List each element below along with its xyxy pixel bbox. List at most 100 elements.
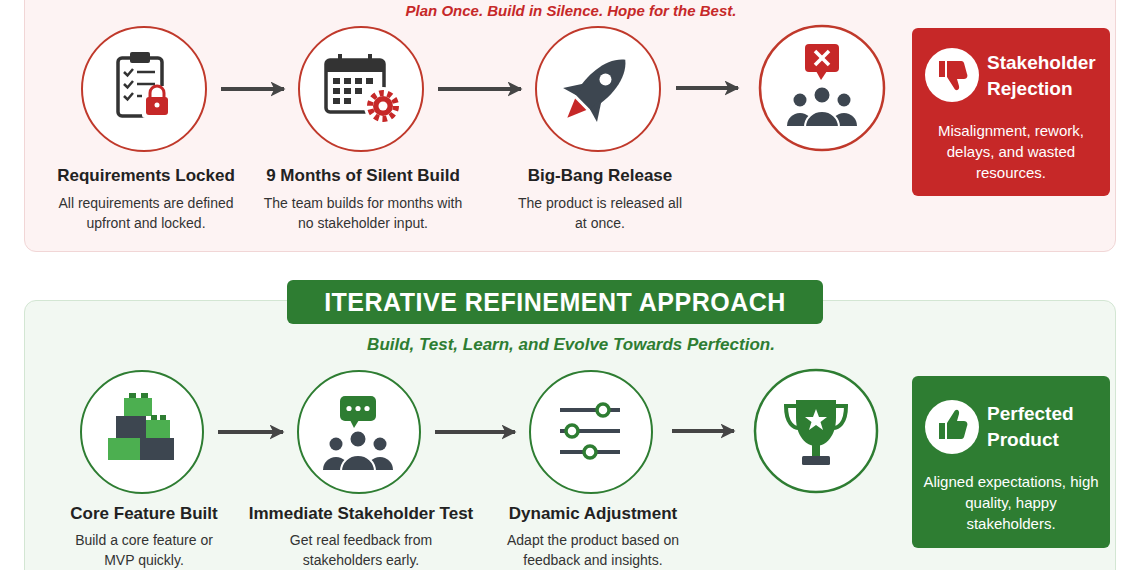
rejection-icon [815, 51, 829, 65]
outcome-circle [755, 26, 884, 492]
calendar-icon [333, 78, 340, 84]
feedback-icon [350, 431, 367, 448]
approach-panel: Plan Once. Build in Silence. Hope for th… [24, 0, 1116, 252]
clipboard-icon [146, 97, 168, 115]
rejection-icon [815, 51, 829, 65]
calendar-icon [355, 88, 362, 94]
step-heading: Dynamic Adjustment [463, 503, 723, 525]
flow-arrow [672, 88, 738, 431]
trophy-icon [812, 445, 820, 456]
clipboard-icon [130, 52, 150, 63]
step-heading: Immediate Stakeholder Test [231, 503, 491, 525]
rejection-icon [814, 87, 831, 104]
outcome-heading: Stakeholder Rejection [987, 50, 1107, 102]
step-description: Adapt the product based on feedback and … [488, 530, 698, 570]
feedback-icon [367, 457, 393, 470]
rocket-icon [550, 43, 642, 135]
clipboard-icon [124, 69, 133, 76]
sliders-icon [584, 446, 596, 458]
calendar-icon [333, 98, 340, 104]
rejection-icon [816, 71, 827, 80]
rejection-icon [805, 111, 839, 127]
calendar-icon [344, 88, 351, 94]
rejection-icon [794, 94, 807, 107]
outcome-description: Misalignment, rework, delays, and wasted… [923, 120, 1099, 183]
trophy-icon [786, 400, 846, 465]
rocket-icon [563, 74, 587, 98]
calendar-icon [326, 60, 384, 112]
step-circle: Dynamic AdjustmentAdapt the product base… [529, 370, 653, 494]
calendar-icon [344, 78, 351, 84]
trophy-icon [796, 400, 836, 446]
step-description: The product is released all at once. [514, 193, 686, 233]
flow-arrow [218, 430, 283, 434]
outcome-circle [760, 26, 884, 150]
blocks-icon [129, 393, 136, 398]
rocket-icon [562, 99, 587, 124]
calendar-icon [366, 78, 373, 84]
outcome-description: Aligned expectations, high quality, happ… [923, 471, 1099, 534]
trophy-icon [786, 406, 799, 428]
clipboard-icon [155, 103, 160, 108]
feedback-icon [355, 406, 360, 411]
thumb-up-icon [925, 400, 979, 454]
rejection-icon [831, 113, 857, 126]
clipboard-icon [118, 58, 162, 116]
clipboard-icon [124, 93, 133, 100]
calendar-icon [338, 54, 342, 64]
blocks-icon [116, 416, 146, 438]
approach-subtitle: Plan Once. Build in Silence. Hope for th… [25, 2, 1117, 19]
rejection-icon [787, 113, 813, 126]
approach-subtitle: Build, Test, Learn, and Evolve Towards P… [25, 335, 1117, 355]
feedback-icon [374, 438, 387, 451]
rejection-icon [805, 44, 839, 72]
clipboard-icon [137, 83, 155, 86]
flow-arrow [438, 87, 521, 91]
step-description: All requirements are defined upfront and… [39, 193, 254, 233]
calendar-icon [344, 98, 351, 104]
sliders-icon [560, 429, 620, 433]
approach-panel: Build, Test, Learn, and Evolve Towards P… [24, 300, 1116, 570]
thumb-down-icon [939, 61, 945, 77]
outcome-circle [755, 370, 877, 492]
thumb-up-icon [925, 400, 979, 454]
feedback-icon [323, 396, 393, 471]
step-heading: 9 Months of Silent Build [233, 165, 493, 187]
trophy-icon [833, 406, 846, 428]
thumb-up-icon [939, 410, 967, 439]
calendar-icon [326, 54, 402, 125]
thumb-up-icon [939, 423, 945, 439]
blocks-icon [124, 398, 152, 416]
sliders-icon [566, 425, 578, 437]
rejection-icon [787, 44, 857, 127]
blocks-icon [151, 415, 157, 420]
flow-arrow [221, 87, 284, 91]
banner-title: ITERATIVE REFINEMENT APPROACH [324, 288, 786, 317]
flow-arrow [435, 430, 515, 434]
clipboard-icon [118, 52, 172, 118]
trophy-icon [805, 409, 827, 430]
blocks-icon [129, 393, 166, 420]
outcome-box: Stakeholder RejectionMisalignment, rewor… [912, 28, 1110, 196]
flow-arrow [672, 429, 734, 433]
blocks-icon [141, 393, 148, 398]
flow-arrow [676, 86, 738, 90]
step-circle: Big-Bang ReleaseThe product is released … [535, 26, 661, 152]
rocket-icon [587, 98, 611, 122]
blocks-icon [160, 415, 166, 420]
outcome-box: Perfected ProductAligned expectations, h… [912, 376, 1110, 548]
clipboard-icon [137, 71, 155, 74]
blocks-icon [140, 438, 174, 460]
trophy-icon [802, 456, 830, 465]
step-heading: Big-Bang Release [470, 165, 730, 187]
step-description: Build a core feature or MVP quickly. [68, 530, 220, 570]
step-circle: Core Feature BuiltBuild a core feature o… [80, 370, 204, 494]
calendar-icon [379, 102, 388, 111]
clipboard-icon [150, 86, 164, 98]
blocks-icon [146, 420, 170, 438]
feedback-icon [330, 438, 343, 451]
clipboard-icon [137, 95, 143, 98]
